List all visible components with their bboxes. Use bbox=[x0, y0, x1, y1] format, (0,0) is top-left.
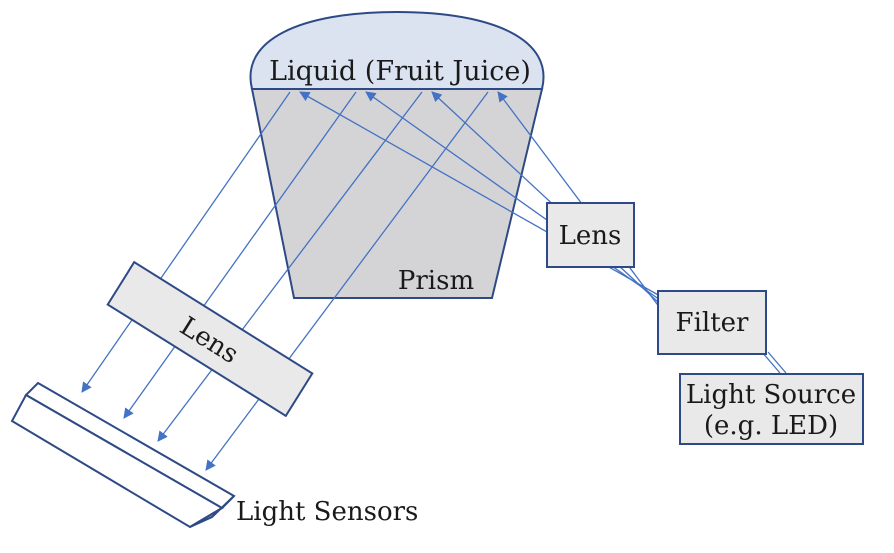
liquid-sample bbox=[249, 10, 545, 90]
sensor-end-face bbox=[189, 495, 235, 528]
source-beam-2 bbox=[767, 351, 787, 374]
reflected-ray-1 bbox=[81, 91, 291, 393]
light-sensors-label: Light Sensors bbox=[236, 497, 418, 527]
liquid-label: Liquid (Fruit Juice) bbox=[269, 56, 531, 87]
incident-ray-3 bbox=[431, 91, 661, 305]
reflected-ray-2 bbox=[123, 91, 357, 419]
reflected-ray-4 bbox=[205, 91, 489, 471]
prism-label: Prism bbox=[398, 266, 474, 296]
filter-box bbox=[657, 290, 767, 355]
light-source-label-line1: Light Source bbox=[686, 380, 856, 410]
filter-label: Filter bbox=[676, 308, 750, 338]
lens-right-label: Lens bbox=[559, 221, 622, 251]
reflected-ray-3 bbox=[157, 91, 423, 442]
light-source-label-line2: (e.g. LED) bbox=[704, 411, 838, 441]
reflected-rays bbox=[81, 91, 489, 471]
lens-left-box bbox=[106, 260, 314, 418]
lens-right-box bbox=[546, 202, 635, 268]
light-sensors bbox=[10, 381, 236, 529]
light-source-box bbox=[679, 373, 864, 445]
lens-left-group: Lens bbox=[106, 260, 314, 418]
incident-ray-4 bbox=[497, 91, 661, 309]
source-beam-1 bbox=[761, 351, 781, 374]
sensor-front-face bbox=[10, 393, 224, 529]
